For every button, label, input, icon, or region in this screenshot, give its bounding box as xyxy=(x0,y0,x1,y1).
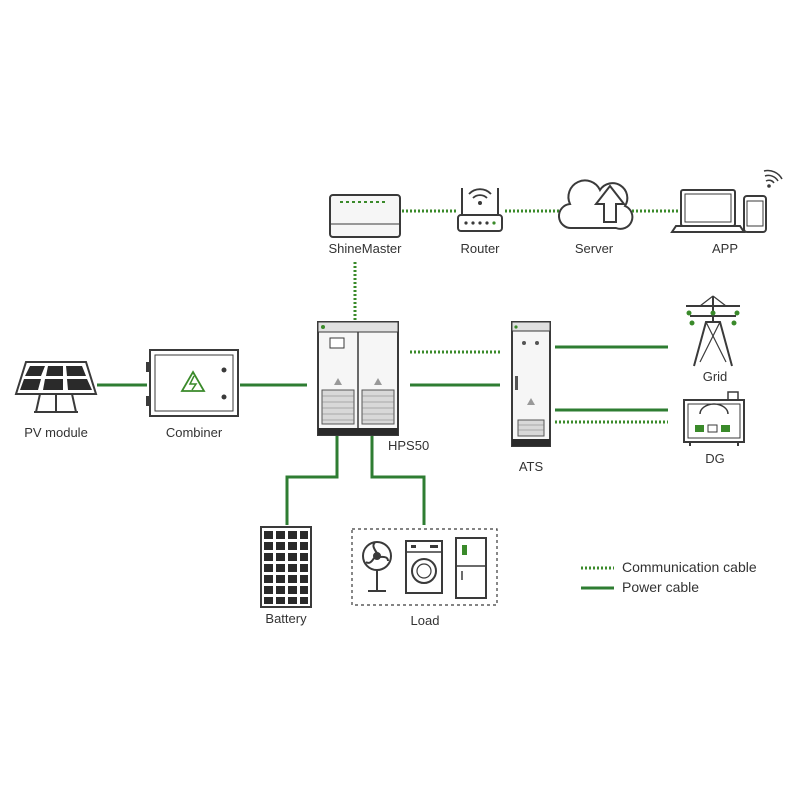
server-label: Server xyxy=(574,241,614,256)
battery-label: Battery xyxy=(265,611,307,626)
solar-panel-icon xyxy=(14,361,98,413)
grid-label: Grid xyxy=(702,369,728,384)
legend-power-label: Power cable xyxy=(622,579,700,595)
washing-machine-icon xyxy=(405,540,443,594)
pv-module-label: PV module xyxy=(24,425,88,440)
communication-cables xyxy=(353,209,678,424)
load-label: Load xyxy=(410,613,440,628)
power-cables xyxy=(97,345,668,525)
transmission-tower-icon xyxy=(686,295,740,367)
combiner-box-icon xyxy=(146,349,239,417)
router-icon xyxy=(457,188,503,232)
shinemaster-label: ShineMaster xyxy=(328,241,402,256)
router-label: Router xyxy=(460,241,500,256)
diesel-generator-icon xyxy=(683,391,745,446)
app-label: APP xyxy=(711,241,739,256)
laptop-phone-icon xyxy=(670,169,783,233)
appliances-icon xyxy=(351,528,498,606)
battery-rack-icon xyxy=(260,526,312,608)
ats-cabinet-icon xyxy=(511,321,551,447)
dg-label: DG xyxy=(705,451,725,466)
power-cable-hps50-battery xyxy=(285,435,339,525)
combiner-label: Combiner xyxy=(165,425,223,440)
refrigerator-icon xyxy=(455,537,487,599)
ats-label: ATS xyxy=(518,459,544,474)
legend-communication-label: Communication cable xyxy=(622,559,757,575)
inverter-cabinet-icon xyxy=(317,321,399,436)
cloud-upload-icon xyxy=(558,179,634,230)
fan-icon xyxy=(362,541,392,592)
hps50-label: HPS50 xyxy=(388,438,430,453)
power-cable-hps50-load xyxy=(370,435,426,525)
datalogger-icon xyxy=(329,194,401,238)
